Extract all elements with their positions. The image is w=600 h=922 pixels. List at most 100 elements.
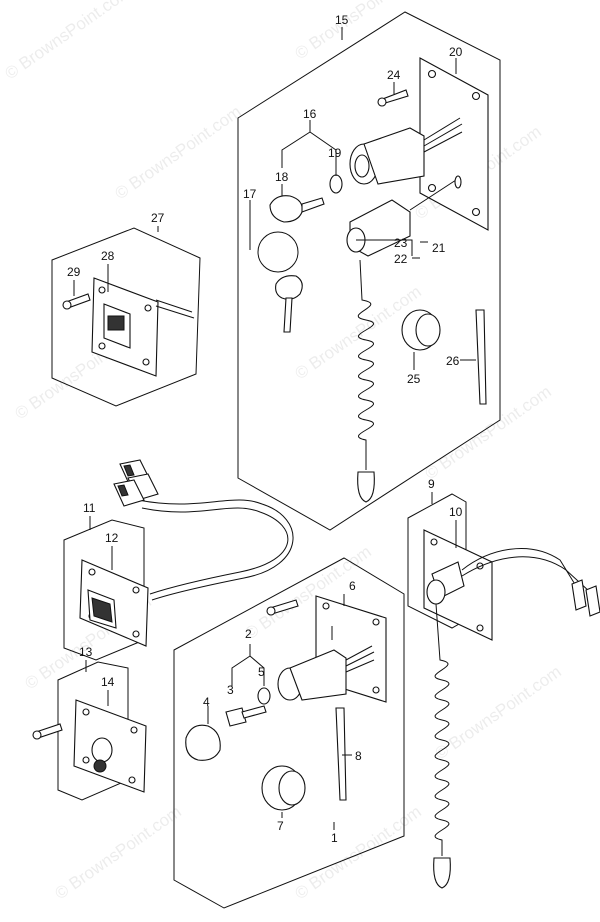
callout-18: 18: [275, 170, 289, 184]
ignition-switch-barrel: [289, 649, 347, 701]
callout-14: 14: [101, 675, 115, 689]
callout-19: 19: [328, 146, 342, 160]
kit-27-group: [51, 226, 201, 407]
callout-28: 28: [101, 249, 115, 263]
harness-wire: [141, 507, 289, 595]
lanyard-clip: [357, 471, 375, 503]
kit-1-leaders: [207, 594, 352, 830]
plate-hole: [132, 586, 140, 594]
key-blade-lower: [283, 297, 293, 333]
key-ring-17: [257, 231, 299, 273]
kit-11-group: [63, 516, 149, 661]
stop-switch-wire: [461, 556, 591, 593]
plate-hole: [427, 69, 437, 79]
kit-15-outline: [237, 11, 501, 531]
watermark: © BrownsPoint.com: [51, 802, 184, 903]
plate-hole: [372, 618, 380, 626]
cap-face: [415, 313, 441, 347]
plate-hole: [430, 538, 438, 546]
wire-connector: [571, 579, 587, 611]
wire-connector: [585, 585, 600, 617]
plate-hole: [471, 91, 481, 101]
lanyard-clip: [433, 857, 451, 889]
ignition-switch-barrel: [363, 127, 425, 185]
callout-11: 11: [83, 501, 96, 515]
nut-part-19: [329, 174, 343, 194]
cable-tie-part-8: [335, 707, 347, 801]
screw-head: [62, 300, 72, 310]
key-part-3: [225, 707, 247, 727]
watermark: © BrownsPoint.com: [1, 0, 134, 83]
screw-head: [377, 97, 387, 107]
plate-hole: [130, 726, 138, 734]
plate-hole: [82, 708, 90, 716]
key-blade: [301, 197, 325, 213]
watermark: © BrownsPoint.com: [431, 662, 564, 763]
plate-hole: [142, 358, 150, 366]
watermark: © BrownsPoint.com: [291, 802, 424, 903]
harness-wire: [137, 499, 294, 601]
screw-head: [32, 730, 42, 740]
callout-10: 10: [449, 505, 463, 519]
callout-17: 17: [243, 187, 257, 201]
callout-22: 22: [394, 252, 408, 266]
kit-1-group: [173, 557, 405, 909]
rotary-switch-14: [91, 737, 113, 763]
callout-25: 25: [407, 372, 421, 386]
plate-hole: [372, 686, 380, 694]
callout-5: 5: [258, 665, 265, 679]
key-fob: [275, 275, 303, 300]
kit-1-outline: [173, 557, 405, 909]
callout-24: 24: [387, 68, 401, 82]
kit-9-group: [407, 492, 600, 889]
lanyard-coil: [434, 603, 450, 856]
watermark: © BrownsPoint.com: [291, 0, 424, 63]
callout-15: 15: [335, 13, 349, 27]
plate-hole: [132, 630, 140, 638]
key-fob-part-4: [185, 724, 221, 761]
kit-27-outline: [51, 227, 201, 407]
kit-15-leaders: [249, 27, 476, 370]
kit-13-leaders: [85, 660, 109, 706]
rocker-wires: [155, 299, 195, 319]
callout-labels: 15 20 24 16 19 18 17 23 21 22 25 26 27 2…: [67, 13, 463, 845]
plate-hole: [98, 286, 106, 294]
plate-hole: [471, 207, 481, 217]
callout-16: 16: [303, 107, 317, 121]
kit-27-leaders: [73, 226, 159, 296]
stop-switch-wire: [461, 548, 577, 587]
cap-face: [278, 770, 306, 806]
plate-hole: [144, 304, 152, 312]
callout-9: 9: [428, 477, 435, 491]
callout-20: 20: [449, 45, 463, 59]
toggle-switch-face: [91, 597, 113, 623]
key-part-18: [269, 195, 303, 223]
callout-27: 27: [151, 211, 165, 225]
ignition-keyhole: [354, 154, 370, 178]
plate-hole: [322, 602, 330, 610]
plate-hole: [88, 568, 96, 576]
callout-23: 23: [394, 236, 408, 250]
watermark: © BrownsPoint.com: [111, 102, 244, 203]
key-blade: [241, 705, 267, 719]
watermark: © BrownsPoint.com: [421, 382, 554, 483]
rocker-switch-face: [107, 315, 125, 331]
rotary-switch-knob: [93, 759, 107, 773]
screw-head: [266, 606, 276, 616]
kit-15-group: [237, 11, 501, 531]
callout-8: 8: [355, 749, 362, 763]
callout-29: 29: [67, 265, 81, 279]
plate-hole: [476, 624, 484, 632]
kit-9-leaders: [431, 492, 457, 548]
callout-2: 2: [245, 627, 252, 641]
kit-13-group: [32, 660, 147, 801]
ignition-wires: [345, 645, 375, 673]
callout-4: 4: [203, 695, 210, 709]
bullet-connectors: [113, 459, 159, 507]
plate-hole: [98, 342, 106, 350]
callout-1: 1: [331, 831, 338, 845]
ignition-wires: [423, 117, 463, 153]
stop-switch-wire: [409, 179, 457, 211]
lanyard-coil: [357, 259, 374, 470]
